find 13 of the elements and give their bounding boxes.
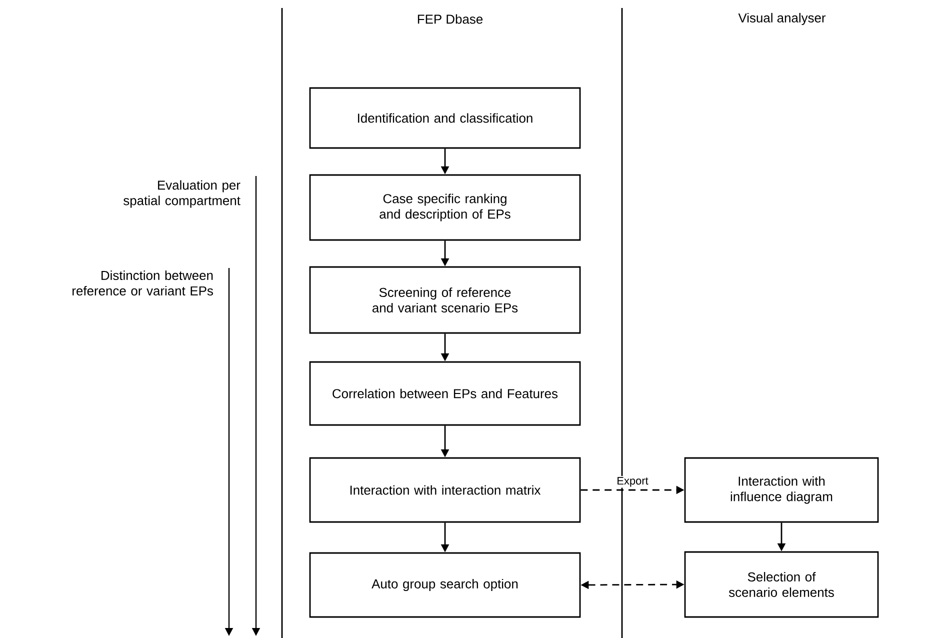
heading: FEP Dbase (418, 14, 483, 24)
process-box: Interaction with influence diagram (684, 457, 879, 523)
process-box: Correlation between EPs and Features (309, 361, 581, 426)
process-box: Auto group search option (309, 552, 581, 618)
annotation: Distinction between reference or variant EPs (72, 270, 213, 296)
heading: Visual analyser (738, 12, 826, 26)
process-box: Identification and classification (309, 87, 581, 149)
annotation: Evaluation per spatial compartment (124, 180, 240, 208)
process-box: Selection of scenario elements (684, 551, 879, 618)
process-box: Case specific ranking and description of EPs (309, 174, 581, 241)
process-box: Interaction with interaction matrix (309, 457, 581, 523)
process-box: Screening of reference and variant scenario EPs (309, 266, 581, 334)
edge-label: Export (616, 476, 650, 488)
